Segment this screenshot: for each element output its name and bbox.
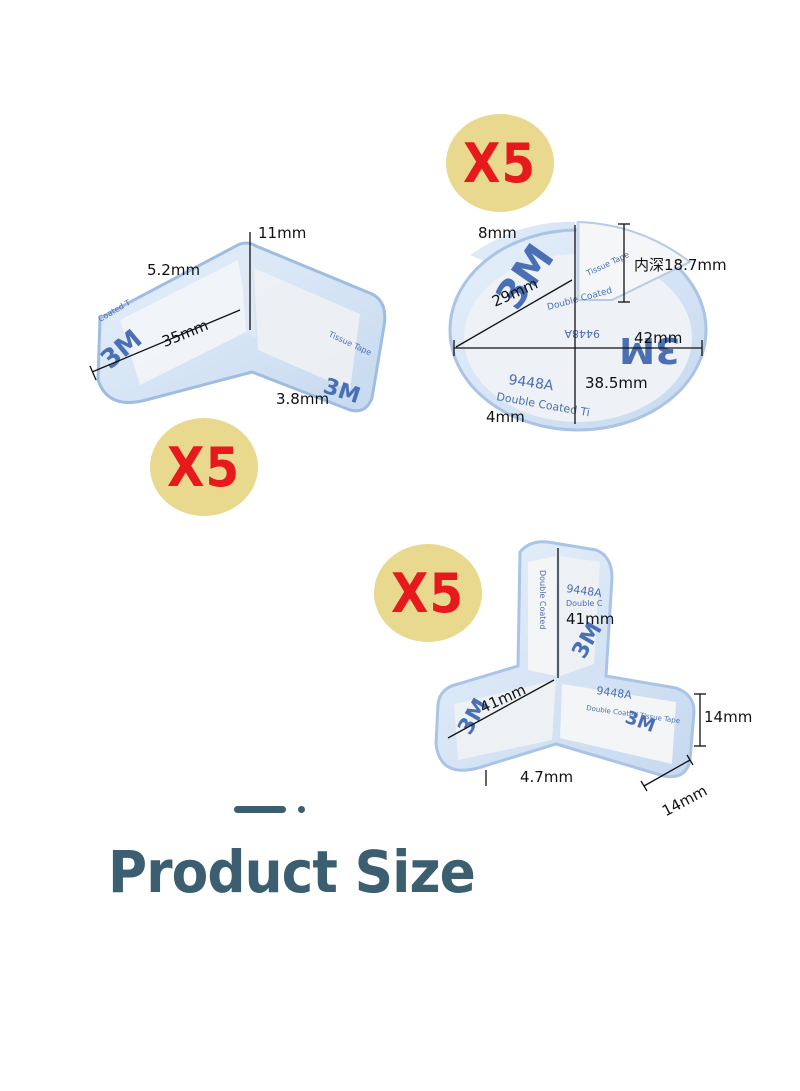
quantity-badge: X5 — [446, 114, 554, 212]
quantity-badge-text: X5 — [391, 561, 465, 625]
l-corner-top-dimension: 11mm — [258, 224, 307, 242]
title-decoration-dot — [298, 806, 305, 813]
quantity-badge-text: X5 — [167, 435, 241, 499]
tri-corner-side-height-dimension: 14mm — [704, 708, 753, 726]
svg-text:9448A: 9448A — [566, 582, 603, 600]
svg-text:9448A: 9448A — [564, 327, 600, 340]
svg-text:Double Coated: Double Coated — [538, 570, 547, 629]
l-corner-side-dimension: 5.2mm — [147, 261, 201, 279]
tri-corner-thickness-dimension: 4.7mm — [520, 768, 574, 786]
tri-corner-guard: 9448A Double C Double Coated 3M 9448A Do… — [434, 540, 706, 792]
round-corner-top-dimension: 8mm — [478, 224, 517, 242]
round-corner-width-dimension: 42mm — [634, 329, 683, 347]
quantity-badge: X5 — [150, 418, 258, 516]
quantity-badge-text: X5 — [463, 131, 537, 195]
round-corner-height-dimension: 38.5mm — [585, 374, 648, 392]
round-corner-inner-depth-dimension: 内深18.7mm — [634, 256, 727, 274]
svg-text:9448A: 9448A — [507, 372, 554, 394]
round-corner-guard: 3M 3M 9448A Double Coated Ti 9448A Doubl… — [448, 220, 708, 432]
quantity-badge: X5 — [374, 544, 482, 642]
svg-text:9448A: 9448A — [596, 684, 633, 702]
svg-text:Double C: Double C — [566, 599, 603, 608]
l-corner-thickness-dimension: 3.8mm — [276, 390, 330, 408]
tri-corner-vertical-dimension: 41mm — [566, 610, 615, 628]
title-decoration-bar — [234, 806, 286, 813]
l-corner-guard: 3M 3M Coated T Tissue Tape — [89, 232, 387, 413]
page-title: Product Size — [108, 838, 476, 906]
svg-text:3M: 3M — [619, 329, 680, 370]
round-corner-thickness-dimension: 4mm — [486, 408, 525, 426]
